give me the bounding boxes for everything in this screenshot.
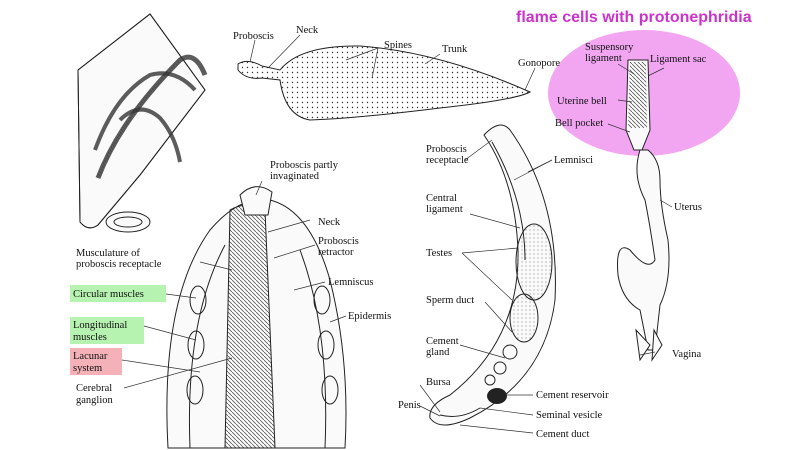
label-suspensory-ligament-line2: ligament [585, 53, 622, 64]
label-cement-reservoir: Cement reservoir [536, 390, 609, 401]
label-proboscis-receptacle-line1: Proboscis [426, 144, 467, 155]
label-cement-gland-line1: Cement [426, 336, 459, 347]
label-lacunar-system-line2: system [73, 363, 102, 374]
label-lemniscus: Lemniscus [328, 277, 374, 288]
proboscis-section-illustration [166, 186, 347, 449]
female-reproductive-illustration [617, 59, 670, 362]
label-suspensory-ligament-line1: Suspensory [585, 42, 634, 53]
label-penis: Penis [398, 400, 421, 411]
highlight-lacunar-system [70, 348, 122, 375]
label-circular-muscles: Circular muscles [73, 289, 144, 300]
diagram-labels: Proboscis Neck Spines Trunk Gonopore Sus… [73, 25, 707, 440]
highlight-longitudinal-muscles [70, 317, 144, 344]
label-musculature-receptacle-line2: proboscis receptacle [76, 259, 162, 270]
label-vagina: Vagina [672, 349, 701, 360]
label-proboscis-retractor-line1: Proboscis [318, 236, 359, 247]
adult-worm-illustration [237, 45, 532, 121]
label-proboscis: Proboscis [233, 31, 274, 42]
label-bell-pocket: Bell pocket [555, 118, 603, 129]
label-cerebral-ganglion-line2: ganglion [76, 395, 113, 406]
label-seminal-vesicle: Seminal vesicle [536, 410, 603, 421]
label-uterus: Uterus [674, 202, 702, 213]
label-lacunar-system-line1: Lacunar [73, 351, 108, 362]
label-cement-duct: Cement duct [536, 429, 589, 440]
label-proboscis-partly-invaginated-line1: Proboscis partly [270, 160, 339, 171]
label-central-ligament-line1: Central [426, 193, 457, 204]
label-trunk: Trunk [442, 44, 468, 55]
label-central-ligament-line2: ligament [426, 204, 463, 215]
label-cerebral-ganglion-line1: Cerebral [76, 383, 112, 394]
label-longitudinal-muscles-line1: Longitudinal [73, 320, 127, 331]
label-musculature-receptacle-line1: Musculature of [76, 248, 140, 259]
label-bursa: Bursa [426, 377, 451, 388]
label-lemnisci: Lemnisci [554, 155, 593, 166]
diagram-title: flame cells with protonephridia [516, 9, 752, 26]
male-worm-illustration [429, 124, 556, 426]
label-proboscis-partly-invaginated-line2: invaginated [270, 171, 320, 182]
worms-on-intestine-illustration [77, 13, 208, 233]
label-uterine-bell: Uterine bell [557, 96, 607, 107]
label-gonopore: Gonopore [518, 58, 560, 69]
leader-lines [121, 34, 673, 434]
label-sperm-duct: Sperm duct [426, 295, 474, 306]
label-cement-gland-line2: gland [426, 347, 450, 358]
label-ligament-sac: Ligament sac [650, 54, 707, 65]
label-proboscis-retractor-line2: retractor [318, 247, 354, 258]
label-neck-mid: Neck [318, 217, 341, 228]
label-neck-top: Neck [296, 25, 319, 36]
label-longitudinal-muscles-line2: muscles [73, 332, 107, 343]
label-epidermis: Epidermis [348, 311, 391, 322]
label-proboscis-receptacle-line2: receptacle [426, 155, 469, 166]
highlight-circular-muscles [70, 285, 166, 302]
label-spines: Spines [384, 40, 412, 51]
label-testes: Testes [426, 248, 452, 259]
